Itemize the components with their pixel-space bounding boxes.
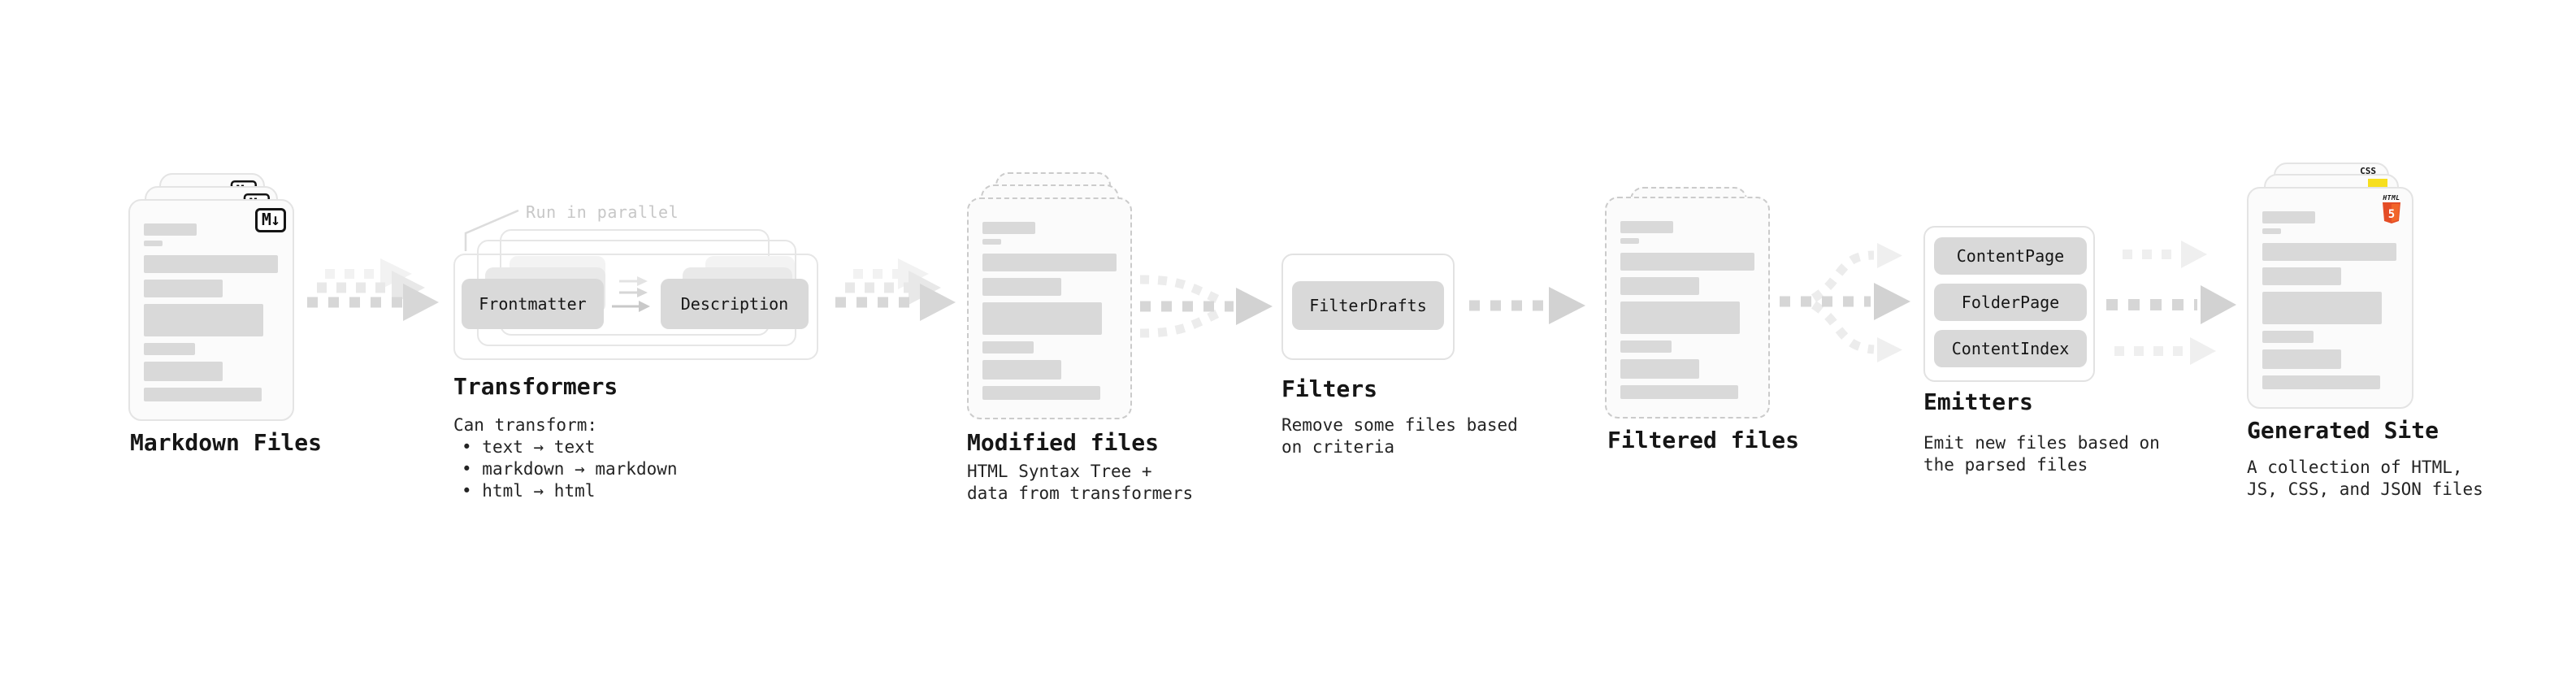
placeholder-bar (2262, 243, 2396, 261)
arrow-frontmatter-to-description (612, 276, 650, 312)
placeholder-bar (982, 278, 1061, 296)
run-in-parallel-bracket (464, 209, 519, 251)
placeholder-bar (1620, 359, 1699, 379)
filter-node-filterdrafts: FilterDrafts (1292, 281, 1444, 330)
label-markdown-files: Markdown Files (130, 429, 323, 456)
transformers-description: Can transform: (453, 415, 598, 435)
html5-shield: 5 (2383, 202, 2400, 223)
label-filtered-files: Filtered files (1607, 427, 1800, 453)
placeholder-bar (1620, 277, 1699, 295)
emitter-node-contentpage: ContentPage (1934, 237, 2087, 275)
transformers-bullet-list: text → text markdown → markdown html → h… (462, 436, 678, 502)
description-line: the parsed files (1923, 455, 2088, 475)
label-filters: Filters (1281, 375, 1378, 402)
placeholder-bar (144, 362, 223, 381)
placeholder-bar (1620, 385, 1738, 399)
label-modified-files: Modified files (967, 429, 1160, 456)
placeholder-bar (1620, 221, 1673, 233)
placeholder-bar (1620, 340, 1672, 353)
filters-description: Remove some files based on criteria (1281, 414, 1518, 458)
description-line: data from transformers (967, 484, 1194, 503)
description-line: HTML Syntax Tree + (967, 462, 1152, 481)
run-in-parallel-note: Run in parallel (526, 202, 679, 222)
placeholder-bar (2262, 267, 2341, 285)
placeholder-bar (144, 304, 263, 336)
bullet-item: markdown → markdown (462, 458, 677, 480)
generated-site-description: A collection of HTML, JS, CSS, and JSON … (2247, 457, 2483, 501)
arrow-filtered-to-emitters-diverging (1780, 243, 1910, 362)
js-file-icon (2368, 179, 2387, 188)
html5-logo-word: HTML (2383, 194, 2400, 202)
arrow-transformers-to-modified (835, 258, 956, 321)
description-line: JS, CSS, and JSON files (2247, 479, 2483, 499)
document-content-placeholder (982, 222, 1117, 400)
arrow-filters-to-filtered (1469, 287, 1585, 324)
transformer-node-description: Description (661, 279, 809, 329)
placeholder-bar (1620, 301, 1740, 334)
emitters-description: Emit new files based on the parsed files (1923, 432, 2160, 476)
placeholder-bar (144, 280, 223, 297)
placeholder-bar (2262, 228, 2281, 234)
bullet-item: text → text (462, 436, 678, 458)
placeholder-bar (1620, 253, 1754, 271)
placeholder-bar (144, 255, 278, 273)
placeholder-bar (2262, 292, 2382, 324)
markdown-file-card-front: M↓ (128, 199, 294, 421)
placeholder-bar (982, 360, 1061, 380)
description-line: on criteria (1281, 437, 1395, 457)
placeholder-bar (144, 343, 195, 355)
modified-files-description: HTML Syntax Tree + data from transformer… (967, 461, 1193, 505)
html5-logo-icon: HTML 5 (2381, 195, 2402, 223)
transformer-box-front (453, 254, 818, 360)
placeholder-bar (1620, 238, 1639, 244)
filtered-file-card-front (1605, 197, 1770, 419)
placeholder-bar (2262, 349, 2341, 369)
placeholder-bar (144, 241, 163, 246)
description-line: A collection of HTML, (2247, 458, 2463, 477)
placeholder-bar (982, 254, 1117, 271)
emitter-node-contentindex: ContentIndex (1934, 330, 2087, 367)
placeholder-bar (2262, 375, 2380, 389)
label-generated-site: Generated Site (2247, 417, 2439, 444)
label-transformers: Transformers (453, 373, 618, 400)
placeholder-bar (2262, 211, 2315, 223)
document-content-placeholder (2262, 211, 2396, 389)
transformer-node-frontmatter: Frontmatter (462, 279, 604, 329)
placeholder-bar (982, 341, 1034, 354)
document-content-placeholder (1620, 221, 1754, 399)
placeholder-bar (982, 386, 1100, 400)
placeholder-bar (144, 388, 262, 401)
document-content-placeholder (144, 223, 278, 401)
placeholder-bar (144, 223, 197, 236)
placeholder-bar (982, 302, 1102, 335)
generated-site-card-front: HTML 5 (2247, 187, 2413, 409)
bullet-item: html → html (462, 480, 678, 502)
description-line: Emit new files based on (1923, 433, 2160, 453)
label-emitters: Emitters (1923, 388, 2033, 415)
placeholder-bar (982, 239, 1001, 245)
modified-file-card-front (967, 197, 1132, 419)
arrow-modified-to-filters-converging (1139, 275, 1273, 338)
arrow-emitters-to-generated (2106, 241, 2236, 365)
description-line: Remove some files based (1281, 415, 1518, 435)
placeholder-bar (982, 222, 1035, 234)
emitter-node-folderpage: FolderPage (1934, 284, 2087, 321)
placeholder-bar (2262, 331, 2314, 343)
svg-text:5: 5 (2388, 208, 2395, 221)
arrow-markdown-to-transformers (307, 258, 439, 321)
markdown-icon: M↓ (254, 208, 286, 232)
